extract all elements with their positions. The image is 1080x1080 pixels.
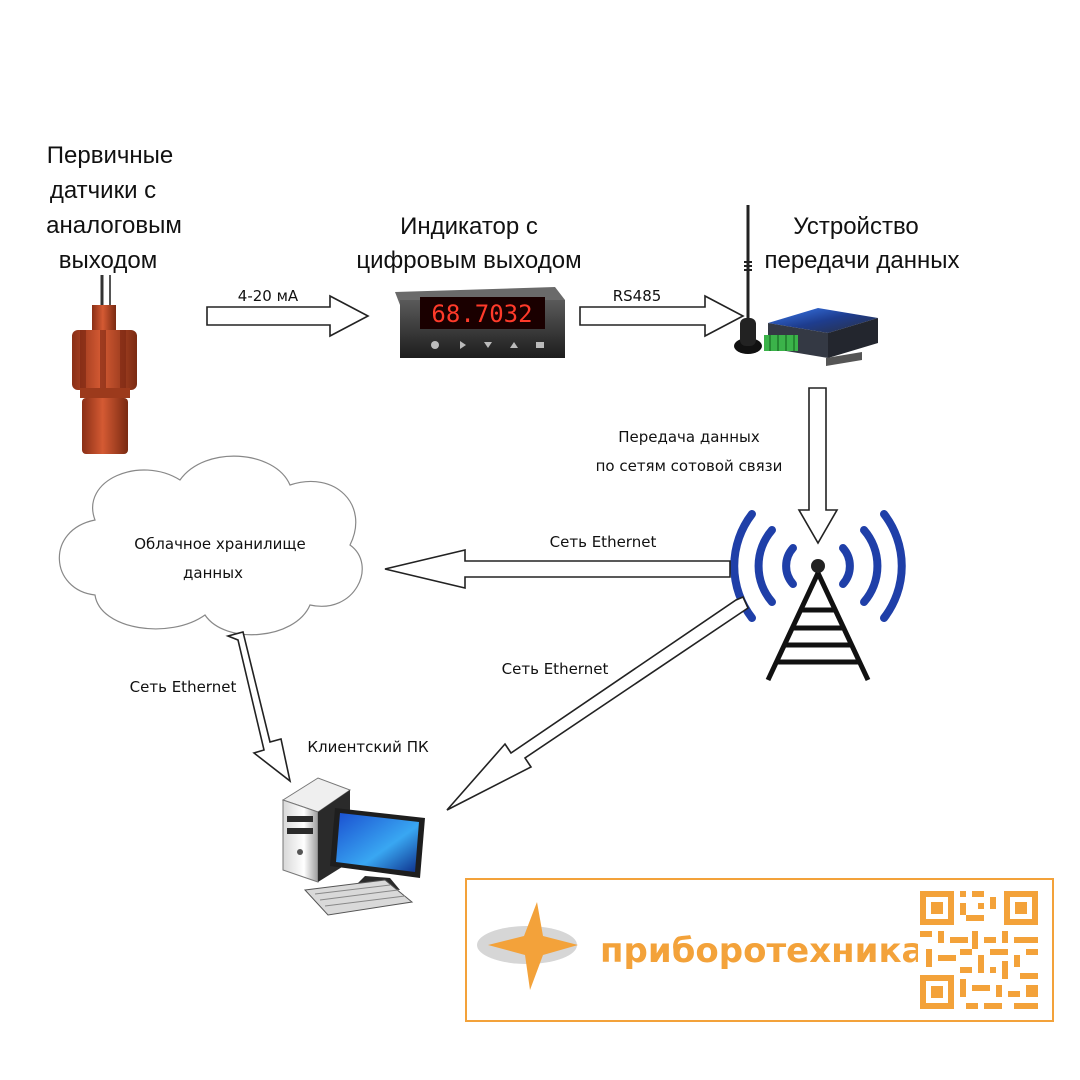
cell-tower-icon: [730, 510, 906, 682]
arrow-transmitter-to-tower: [797, 387, 839, 545]
indicator-display: 68.7032: [431, 300, 532, 328]
edge-label-ethernet-tower-pc: Сеть Ethernet: [502, 660, 609, 678]
arrow-tower-to-pc: [446, 595, 750, 811]
cloud-storage-icon: Облачное хранилище данных: [58, 455, 363, 636]
brand-banner: приборотехника: [465, 878, 1054, 1022]
client-pc-label: Клиентский ПК: [307, 738, 429, 756]
edge-label-ethernet-cloud: Сеть Ethernet: [550, 533, 657, 551]
arrow-cloud-to-pc: [225, 631, 292, 783]
arrow-indicator-to-transmitter: [579, 294, 745, 338]
client-pc-icon: [281, 777, 425, 916]
indicator-device: 68.7032: [395, 287, 565, 358]
sensor-label-line-3: аналоговым: [46, 212, 182, 239]
transmitter-label-line-1: Устройство: [793, 213, 919, 240]
sensor-label: Первичные датчики с аналоговым выходом: [46, 142, 182, 274]
indicator-label-line-1: Индикатор с: [400, 213, 538, 240]
sensor-label-line-4: выходом: [59, 247, 157, 274]
arrow-tower-to-cloud: [384, 548, 731, 590]
arrow-sensor-to-indicator: [206, 294, 370, 338]
sensor-icon: [72, 275, 137, 454]
indicator-label-line-2: цифровым выходом: [356, 247, 581, 274]
transmitter-label-line-2: передачи данных: [764, 247, 959, 274]
edge-label-4-20: 4-20 мА: [238, 287, 299, 305]
edge-label-cellular-line-2: по сетям сотовой связи: [596, 457, 783, 475]
transmitter-device: [734, 205, 878, 366]
cloud-label-line-1: Облачное хранилище: [134, 535, 306, 553]
edge-label-rs485: RS485: [613, 287, 662, 305]
cloud-label-line-2: данных: [183, 564, 243, 582]
brand-name: приборотехника: [600, 931, 924, 971]
qr-code-icon: [918, 889, 1040, 1011]
sensor-label-line-2: датчики с: [50, 177, 156, 204]
edge-label-ethernet-pc: Сеть Ethernet: [130, 678, 237, 696]
star-logo-icon: [477, 902, 578, 990]
sensor-label-line-1: Первичные: [47, 142, 173, 169]
edge-label-cellular-line-1: Передача данных: [618, 428, 760, 446]
